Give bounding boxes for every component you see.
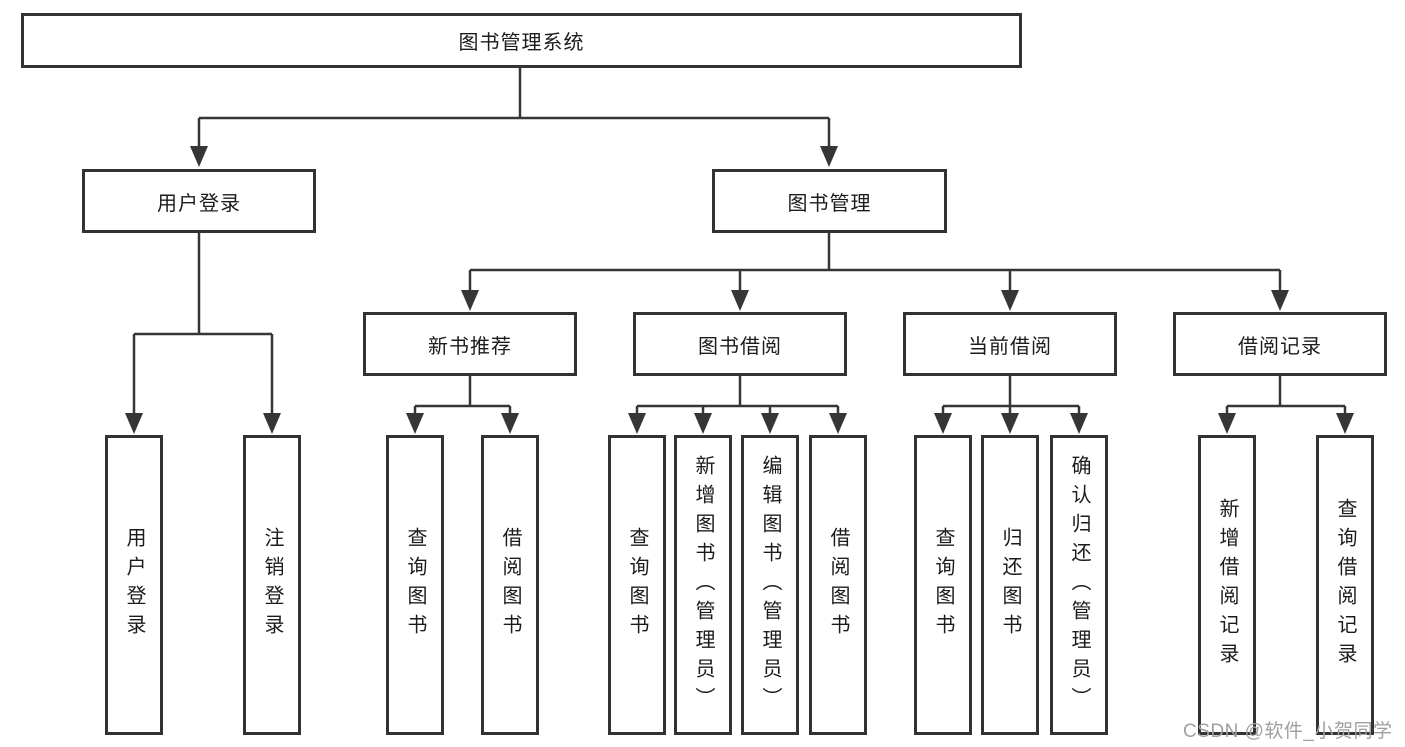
leaf-logout: 注销登录 [243,435,301,735]
leaf-current-confirm-return-admin: 确认归还（管理员） [1050,435,1108,735]
leaf-borrow-edit-books-admin: 编辑图书（管理员） [741,435,799,735]
leaf-logout-label: 注销登录 [261,527,283,643]
arrowheads [125,146,1354,434]
csdn-watermark: CSDN @软件_小贺同学 [1183,721,1393,742]
node-book-borrowing-label: 图书借阅 [698,335,782,358]
leaf-user-login: 用户登录 [105,435,163,735]
leaf-current-return-books-label: 归还图书 [999,527,1021,643]
node-new-book-recommend: 新书推荐 [363,312,577,376]
node-new-book-recommend-label: 新书推荐 [428,335,512,358]
node-current-borrowing: 当前借阅 [903,312,1117,376]
leaf-borrow-query-books: 查询图书 [608,435,666,735]
node-book-management: 图书管理 [712,169,947,233]
node-book-borrowing: 图书借阅 [633,312,847,376]
leaf-newbook-borrow-books: 借阅图书 [481,435,539,735]
node-borrowing-records: 借阅记录 [1173,312,1387,376]
leaf-current-query-books-label: 查询图书 [932,527,954,643]
leaf-user-login-label: 用户登录 [123,527,145,643]
node-library-system-label: 图书管理系统 [458,32,585,54]
node-book-management-label: 图书管理 [787,192,872,215]
leaf-current-query-books: 查询图书 [914,435,972,735]
node-user-login: 用户登录 [82,169,316,233]
leaf-newbook-query-books-label: 查询图书 [404,527,426,643]
leaf-newbook-query-books: 查询图书 [386,435,444,735]
leaf-borrow-borrow-books-label: 借阅图书 [827,527,849,643]
leaf-records-query-record: 查询借阅记录 [1316,435,1374,735]
node-library-system: 图书管理系统 [21,13,1022,68]
node-current-borrowing-label: 当前借阅 [968,335,1052,358]
leaf-current-confirm-return-admin-label: 确认归还（管理员） [1068,454,1090,716]
leaf-borrow-add-books-admin: 新增图书（管理员） [674,435,732,735]
leaf-newbook-borrow-books-label: 借阅图书 [499,527,521,643]
leaf-borrow-query-books-label: 查询图书 [626,527,648,643]
leaf-records-add-record-label: 新增借阅记录 [1216,498,1238,672]
leaf-records-add-record: 新增借阅记录 [1198,435,1256,735]
node-borrowing-records-label: 借阅记录 [1238,335,1322,358]
leaf-borrow-add-books-admin-label: 新增图书（管理员） [692,454,714,716]
leaf-current-return-books: 归还图书 [981,435,1039,735]
node-user-login-label: 用户登录 [157,192,241,215]
leaf-records-query-record-label: 查询借阅记录 [1334,498,1356,672]
leaf-borrow-edit-books-admin-label: 编辑图书（管理员） [759,454,781,716]
leaf-borrow-borrow-books: 借阅图书 [809,435,867,735]
